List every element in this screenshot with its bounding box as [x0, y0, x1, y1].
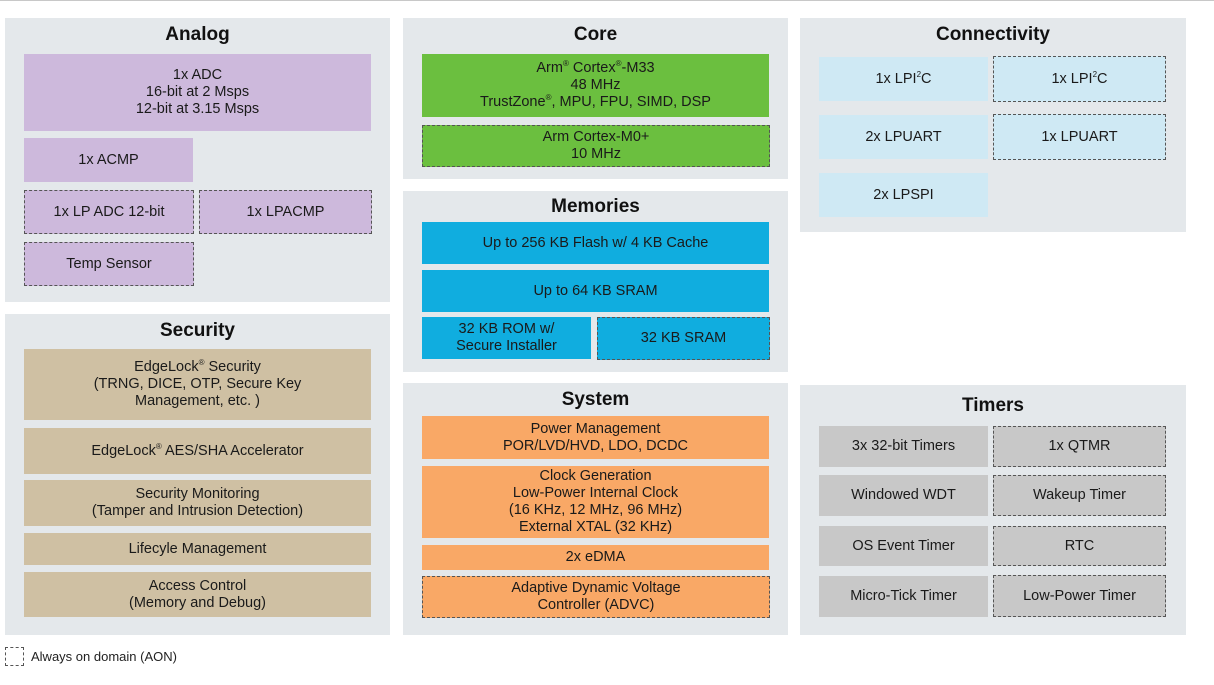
- clock-line: External XTAL (32 KHz): [518, 519, 673, 535]
- aon-legend-swatch: [5, 647, 24, 666]
- m33-line-3: TrustZone®, MPU, FPU, SIMD, DSP: [480, 93, 711, 110]
- adc-line: 1x ADC: [172, 67, 223, 83]
- lifecycle-block: Lifecyle Management: [24, 533, 371, 565]
- lpspi-block: 2x LPSPI: [819, 173, 988, 217]
- low-power-timer-block: Low-Power Timer: [993, 575, 1166, 617]
- edma-block: 2x eDMA: [422, 545, 769, 570]
- aon-legend-label: Always on domain (AON): [31, 649, 177, 664]
- flash-block: Up to 256 KB Flash w/ 4 KB Cache: [422, 222, 769, 264]
- cortex-m33-block: Arm® Cortex®-M33 48 MHz TrustZone®, MPU,…: [422, 54, 769, 117]
- power-line: Power Management: [530, 420, 661, 437]
- edgelock-line-1: EdgeLock® Security: [134, 358, 261, 375]
- security-monitoring-block: Security Monitoring (Tamper and Intrusio…: [24, 480, 371, 526]
- m33-line-1: Arm® Cortex®-M33: [536, 59, 655, 76]
- lp-adc-block: 1x LP ADC 12-bit: [24, 190, 194, 234]
- timer-32bit-block: 3x 32-bit Timers: [819, 426, 988, 467]
- access-control-block: Access Control (Memory and Debug): [24, 572, 371, 617]
- edgelock-line-3: Management, etc. ): [135, 393, 260, 409]
- lpacmp-block: 1x LPACMP: [199, 190, 372, 234]
- edgelock-security-block: EdgeLock® Security (TRNG, DICE, OTP, Sec…: [24, 349, 371, 420]
- lpuart-block: 2x LPUART: [819, 115, 988, 159]
- rom-line: 32 KB ROM w/: [458, 321, 555, 337]
- cortex-m0-block: Arm Cortex-M0+ 10 MHz: [422, 125, 770, 167]
- clock-line: (16 KHz, 12 MHz, 96 MHz): [508, 502, 683, 518]
- timers-title: Timers: [962, 395, 1024, 416]
- security-panel: Security EdgeLock® Security (TRNG, DICE,…: [5, 314, 390, 635]
- rom-block: 32 KB ROM w/ Secure Installer: [422, 317, 591, 359]
- os-event-timer-block: OS Event Timer: [819, 526, 988, 566]
- power-line: POR/LVD/HVD, LDO, DCDC: [502, 437, 689, 454]
- rtc-block: RTC: [993, 526, 1166, 566]
- memories-panel: Memories Up to 256 KB Flash w/ 4 KB Cach…: [403, 191, 788, 372]
- advc-line: Controller (ADVC): [537, 597, 655, 613]
- analog-title: Analog: [165, 24, 230, 45]
- temp-sensor-block: Temp Sensor: [24, 242, 194, 286]
- lpi2c-block: 1x LPI2C: [819, 57, 988, 101]
- windowed-wdt-block: Windowed WDT: [819, 475, 988, 516]
- clock-line: Low-Power Internal Clock: [512, 485, 679, 501]
- adc-block: 1x ADC 16-bit at 2 Msps 12-bit at 3.15 M…: [24, 54, 371, 131]
- sram-aon-block: 32 KB SRAM: [597, 317, 770, 360]
- connectivity-title: Connectivity: [935, 24, 1051, 45]
- system-panel: System Power Management POR/LVD/HVD, LDO…: [403, 383, 788, 635]
- access-line: (Memory and Debug): [129, 594, 266, 611]
- core-title: Core: [573, 24, 618, 45]
- monitor-line: Security Monitoring: [135, 486, 260, 502]
- micro-tick-timer-block: Micro-Tick Timer: [819, 576, 988, 617]
- acmp-block: 1x ACMP: [24, 138, 193, 182]
- system-title: System: [561, 389, 630, 410]
- edgelock-line-2: (TRNG, DICE, OTP, Secure Key: [93, 376, 302, 392]
- adc-line: 16-bit at 2 Msps: [145, 84, 250, 100]
- qtmr-block: 1x QTMR: [993, 426, 1166, 467]
- wakeup-timer-block: Wakeup Timer: [993, 475, 1166, 516]
- access-line: Access Control: [148, 577, 247, 594]
- adc-line: 12-bit at 3.15 Msps: [135, 101, 260, 117]
- clock-generation-block: Clock Generation Low-Power Internal Cloc…: [422, 466, 769, 538]
- lpuart-aon-block: 1x LPUART: [993, 114, 1166, 160]
- aes-sha-label: EdgeLock® AES/SHA Accelerator: [91, 441, 304, 459]
- memories-title: Memories: [551, 196, 640, 217]
- m0-line: Arm Cortex-M0+: [542, 129, 650, 145]
- analog-panel: Analog 1x ADC 16-bit at 2 Msps 12-bit at…: [5, 18, 390, 302]
- core-panel: Core Arm® Cortex®-M33 48 MHz TrustZone®,…: [403, 18, 788, 179]
- lpi2c-aon-label: 1x LPI2C: [1051, 69, 1108, 87]
- advc-block: Adaptive Dynamic Voltage Controller (ADV…: [422, 576, 770, 618]
- m33-line-2: 48 MHz: [570, 77, 621, 93]
- lpi2c-aon-block: 1x LPI2C: [993, 56, 1166, 102]
- monitor-line: (Tamper and Intrusion Detection): [91, 503, 304, 519]
- connectivity-panel: Connectivity 1x LPI2C 1x LPI2C 2x LPUART…: [800, 18, 1186, 232]
- top-divider: [0, 0, 1214, 1]
- aes-sha-block: EdgeLock® AES/SHA Accelerator: [24, 428, 371, 474]
- rom-line: Secure Installer: [456, 338, 557, 354]
- timers-panel: Timers 3x 32-bit Timers 1x QTMR Windowed…: [800, 385, 1186, 635]
- advc-line: Adaptive Dynamic Voltage: [511, 580, 681, 596]
- clock-line: Clock Generation: [539, 468, 652, 484]
- sram-block: Up to 64 KB SRAM: [422, 270, 769, 312]
- lpi2c-label: 1x LPI2C: [875, 69, 932, 87]
- m0-line: 10 MHz: [571, 146, 621, 162]
- security-title: Security: [160, 320, 235, 341]
- power-management-block: Power Management POR/LVD/HVD, LDO, DCDC: [422, 416, 769, 459]
